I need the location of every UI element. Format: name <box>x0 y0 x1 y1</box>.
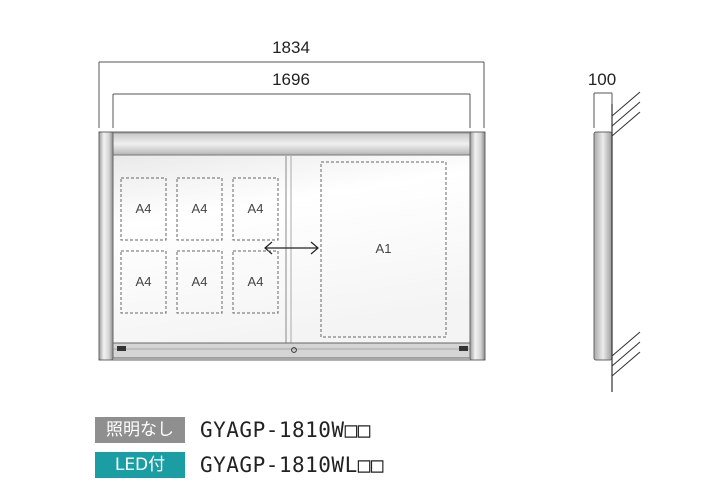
slide-arrow-icon <box>264 241 319 255</box>
depth-label: 100 <box>588 70 616 89</box>
model-number: GYAGP-1810W□□ <box>200 418 371 442</box>
a4-slot-label: A4 <box>248 274 264 289</box>
a1-slot-label: A1 <box>376 241 392 256</box>
led-badge: LED付 <box>95 452 185 478</box>
a4-slot: A4 <box>120 250 167 314</box>
a4-slot: A4 <box>120 177 167 241</box>
model-number: GYAGP-1810WL□□ <box>200 453 385 477</box>
inner-width-dimension: 1696 <box>112 70 471 128</box>
no-light-badge: 照明なし <box>95 417 185 443</box>
a4-slot: A4 <box>176 250 223 314</box>
overall-width-dimension: 1834 <box>98 38 485 128</box>
inner-width-label: 1696 <box>272 70 310 89</box>
a4-slot-label: A4 <box>136 201 152 216</box>
a4-slot-label: A4 <box>248 201 264 216</box>
variant-row-led: LED付 GYAGP-1810WL□□ <box>95 452 384 478</box>
a4-slot-label: A4 <box>136 274 152 289</box>
a4-slot: A4 <box>232 250 279 314</box>
a4-slot: A4 <box>232 177 279 241</box>
a1-slot: A1 <box>320 161 447 338</box>
a4-slot-label: A4 <box>192 274 208 289</box>
a4-slot: A4 <box>176 177 223 241</box>
wall-hatching <box>611 91 641 377</box>
board-front-view <box>98 131 486 361</box>
a4-slot-label: A4 <box>192 201 208 216</box>
overall-width-label: 1834 <box>272 38 310 57</box>
a4-slot-grid: A4 A4 A4 A4 A4 A4 <box>120 177 279 314</box>
board-side-view: 100 <box>588 70 641 392</box>
variant-row-no-light: 照明なし GYAGP-1810W□□ <box>95 417 371 443</box>
